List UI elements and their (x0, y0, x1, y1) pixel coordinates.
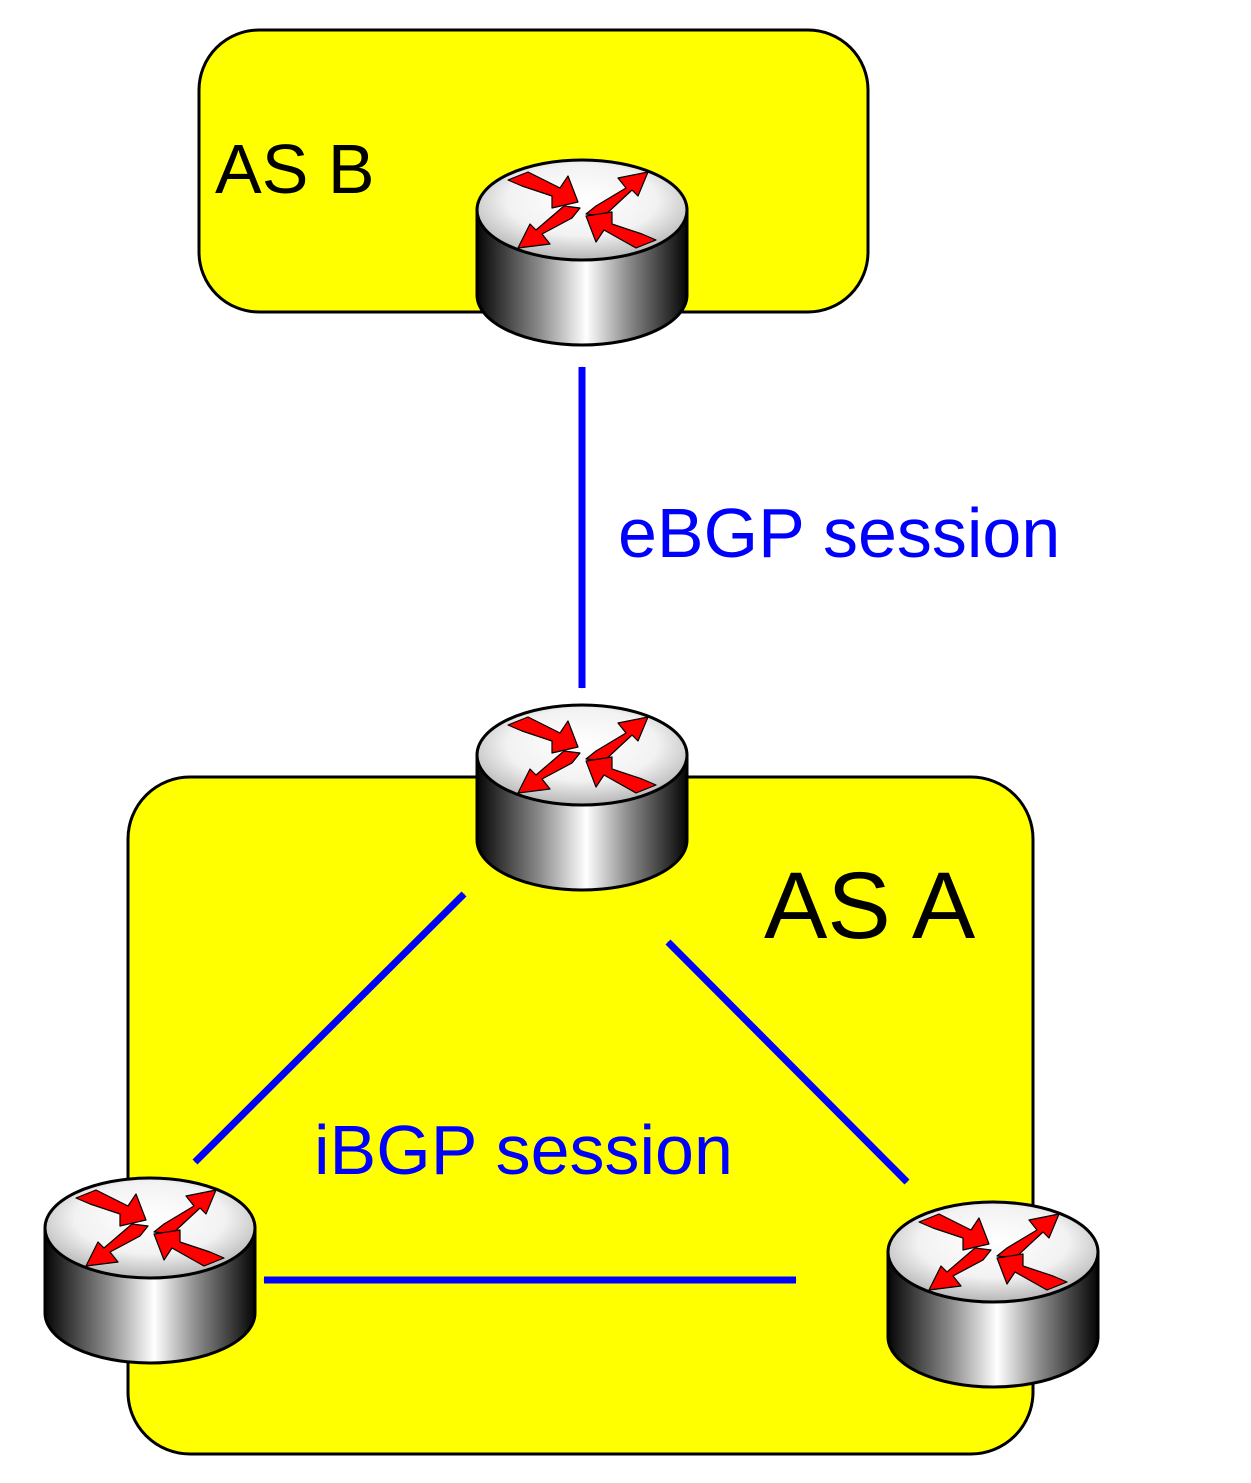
ebgp-session-label: eBGP session (618, 494, 1060, 572)
router-as-a-right (886, 1200, 1100, 1389)
router-icon (475, 703, 689, 892)
router-as-b (475, 158, 689, 347)
ibgp-session-arrow-top-right (665, 939, 910, 1185)
ibgp-session-label: iBGP session (314, 1111, 733, 1189)
ibgp-session-arrow-top-left (192, 891, 467, 1165)
router-icon (886, 1200, 1100, 1389)
router-icon (43, 1176, 257, 1365)
router-icon (475, 158, 689, 347)
as-a-label: AS A (764, 853, 976, 959)
as-b-label: AS B (215, 130, 375, 208)
router-as-a-left (43, 1176, 257, 1365)
router-as-a-top (475, 703, 689, 892)
